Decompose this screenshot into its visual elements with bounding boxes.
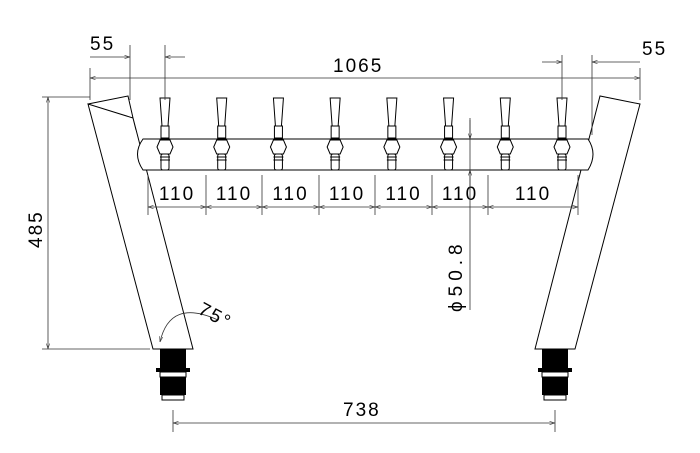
dim-tap-spacing: 110 bbox=[216, 184, 252, 205]
tap-handle bbox=[216, 97, 228, 127]
dim-tap-spacing: 110 bbox=[329, 184, 365, 205]
right-leg bbox=[534, 95, 641, 350]
tap-spout bbox=[160, 153, 170, 171]
dim-leg-angle: 75° bbox=[195, 299, 236, 334]
tap-nut bbox=[553, 139, 571, 155]
tap-nut bbox=[383, 139, 401, 155]
tap-spout bbox=[330, 153, 340, 171]
shank-fitting bbox=[538, 349, 572, 401]
dim-bar-diameter: ϕ50.8 bbox=[446, 239, 467, 312]
tap-handle bbox=[443, 97, 455, 127]
beer-tap bbox=[440, 97, 458, 171]
manifold-bar bbox=[137, 138, 594, 171]
dim-tap-spacing: 110 bbox=[272, 184, 308, 205]
beer-tap bbox=[156, 97, 174, 171]
beer-tap bbox=[326, 97, 344, 171]
beer-tap bbox=[383, 97, 401, 171]
beer-tap bbox=[213, 97, 231, 171]
shank-fitting bbox=[156, 349, 190, 401]
beer-tap bbox=[269, 97, 287, 171]
tap-spout bbox=[273, 153, 283, 171]
tap-spout bbox=[557, 153, 567, 171]
tap-spacing-dims: 110 110 110 110 110 110 110 bbox=[147, 175, 579, 215]
tap-handle bbox=[499, 97, 511, 127]
beer-tap bbox=[496, 97, 514, 171]
tap-nut bbox=[440, 139, 458, 155]
tap-nut bbox=[269, 139, 287, 155]
dim-right-offset: 55 bbox=[642, 39, 667, 60]
dim-tap-spacing: 110 bbox=[159, 184, 195, 205]
tap-handle bbox=[386, 97, 398, 127]
dim-tap-spacing: 110 bbox=[515, 184, 551, 205]
tap-nut bbox=[213, 139, 231, 155]
dim-left-offset: 55 bbox=[90, 34, 115, 55]
tap-spout bbox=[444, 153, 454, 171]
tap-spout bbox=[217, 153, 227, 171]
tap-nut bbox=[496, 139, 514, 155]
fitting-group bbox=[156, 349, 572, 401]
tap-nut bbox=[326, 139, 344, 155]
dim-tap-spacing: 110 bbox=[442, 184, 478, 205]
tap-handle bbox=[556, 97, 568, 127]
dim-height: 485 bbox=[26, 210, 47, 248]
tap-nut bbox=[156, 139, 174, 155]
tap-handle bbox=[159, 97, 171, 127]
tap-spout bbox=[500, 153, 510, 171]
tap-handle bbox=[272, 97, 284, 127]
left-leg bbox=[87, 95, 194, 350]
tap-group bbox=[156, 97, 571, 171]
dim-tap-spacing: 110 bbox=[385, 184, 421, 205]
dim-leg-spacing: 738 bbox=[343, 400, 381, 421]
tap-spout bbox=[387, 153, 397, 171]
beer-tap bbox=[553, 97, 571, 171]
dim-overall-width: 1065 bbox=[333, 56, 383, 77]
tap-handle bbox=[329, 97, 341, 127]
